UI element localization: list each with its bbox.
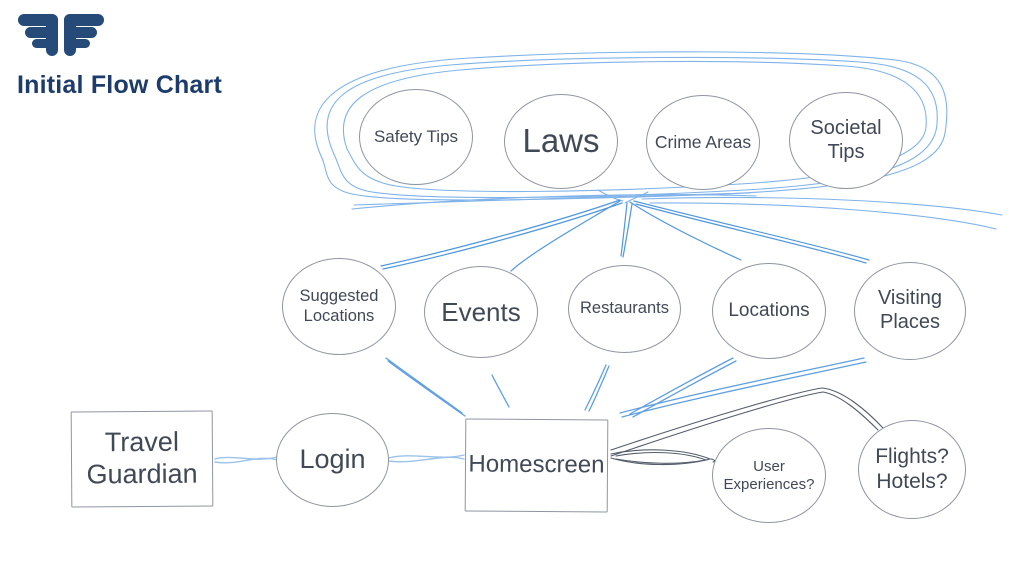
- node-societal-tips[interactable]: Societal Tips: [789, 92, 903, 189]
- edges-homescreen-to-middle: [385, 357, 867, 418]
- wings-logo-icon: [18, 14, 104, 56]
- node-label: Locations: [728, 299, 810, 321]
- page-title: Initial Flow Chart: [17, 71, 222, 99]
- node-locations[interactable]: Locations: [712, 263, 826, 359]
- node-label: Travel Guardian: [86, 426, 198, 490]
- edge-travelguardian-login: [214, 456, 278, 464]
- node-laws[interactable]: Laws: [504, 94, 618, 189]
- node-label: Crime Areas: [654, 132, 752, 153]
- edges-infogroup-to-middle: [380, 199, 870, 272]
- node-crime-areas[interactable]: Crime Areas: [646, 95, 760, 190]
- node-safety-tips[interactable]: Safety Tips: [359, 89, 473, 185]
- node-label: Visiting Places: [877, 287, 943, 333]
- node-label: Suggested Locations: [299, 287, 379, 325]
- node-restaurants[interactable]: Restaurants: [568, 265, 681, 353]
- node-user-experiences[interactable]: User Experiences?: [712, 428, 826, 523]
- node-label: Events: [441, 296, 521, 327]
- node-homescreen[interactable]: Homescreen: [464, 418, 609, 513]
- node-label: Societal Tips: [810, 116, 882, 163]
- node-label: Restaurants: [580, 299, 669, 318]
- node-visiting-places[interactable]: Visiting Places: [854, 262, 966, 360]
- node-label: Login: [299, 444, 366, 475]
- node-travel-guardian[interactable]: Travel Guardian: [70, 410, 214, 508]
- node-label: Flights? Hotels?: [875, 444, 949, 493]
- node-label: Homescreen: [468, 450, 605, 479]
- node-label: User Experiences?: [723, 457, 815, 493]
- node-label: Laws: [522, 122, 600, 160]
- node-login[interactable]: Login: [276, 413, 389, 507]
- node-flights-hotels[interactable]: Flights? Hotels?: [858, 420, 966, 519]
- edge-homescreen-userexperiences: [610, 449, 716, 466]
- node-label: Safety Tips: [373, 126, 459, 146]
- node-events[interactable]: Events: [424, 266, 538, 358]
- edge-login-homescreen: [388, 454, 465, 463]
- node-suggested-locations[interactable]: Suggested Locations: [282, 258, 396, 355]
